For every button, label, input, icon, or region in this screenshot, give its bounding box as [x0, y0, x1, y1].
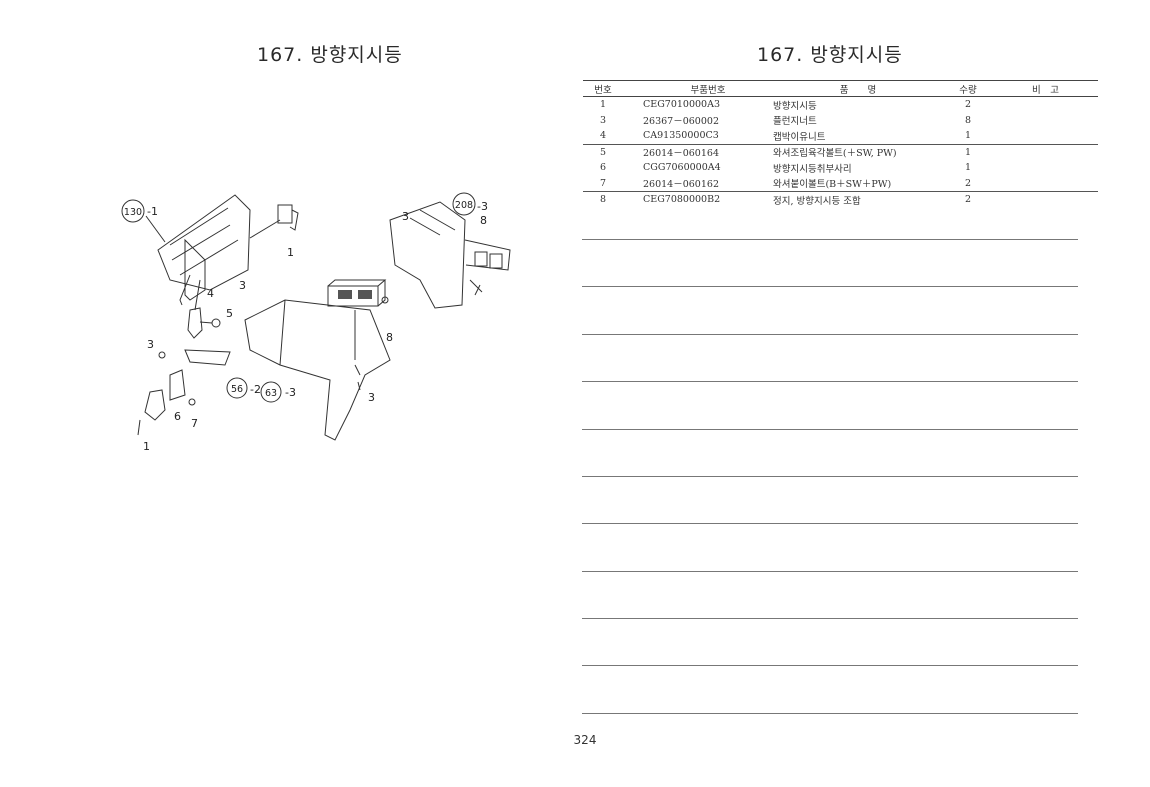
row-note [993, 128, 1098, 145]
row-num: 4 [583, 128, 623, 145]
callout-circle-208 [452, 192, 476, 216]
combination-lamp [327, 279, 389, 360]
header-name: 품 명 [773, 80, 943, 97]
callout-4: 4 [207, 287, 214, 300]
ruled-line [582, 239, 1078, 240]
row-name: 방향지시등 [773, 100, 817, 112]
leader-line [249, 219, 281, 239]
row-note [993, 175, 1098, 192]
side-lamp-upper [277, 204, 299, 231]
row-qty: 1 [964, 146, 972, 158]
callout-1-upper: 1 [287, 246, 294, 259]
fender [244, 299, 391, 441]
callout-56-suffix: -2 [250, 383, 261, 396]
row-num: 6 [599, 162, 607, 174]
left-page-title: 167. 방향지시등 [257, 44, 403, 66]
row-name: 방향지시등취부사리 [773, 163, 852, 175]
row-part-no: CGG7060000A4 [643, 162, 721, 174]
ruled-line [582, 523, 1078, 524]
row-qty: 8 [964, 114, 972, 126]
row-qty: 2 [964, 194, 972, 206]
row-num: 1 [599, 99, 607, 111]
row-part-no: 26014－060162 [623, 175, 773, 192]
row-part-no: 26014－060164 [643, 148, 719, 160]
header-num: 번호 [583, 80, 623, 97]
table-row: 7 26014－060162 와셔붙이볼트(B＋SW＋PW) 2 [583, 175, 1098, 192]
callout-3-bracket: 3 [239, 279, 246, 292]
row-name: 캡박이유니트 [773, 128, 943, 145]
table-row: 5 26014－060164 와셔조립육각볼트(＋SW, PW) 1 [583, 144, 1098, 160]
table-row: 8 CEG7080000B2 정지, 방향지시등 조합 2 [583, 192, 1098, 208]
row-num: 8 [599, 194, 607, 206]
row-name: 와셔조립육각볼트(＋SW, PW) [773, 148, 897, 160]
row-name: 플런지너트 [773, 116, 817, 128]
callout-circle-130 [121, 199, 145, 223]
row-note [993, 144, 1098, 160]
ruled-line [582, 381, 1078, 382]
callout-208: 208 [455, 200, 473, 211]
ruled-line [582, 476, 1078, 477]
row-name: 정지, 방향지시등 조합 [773, 195, 861, 207]
row-part-no: CA91350000C3 [623, 128, 773, 145]
row-note [993, 192, 1098, 208]
row-qty: 1 [964, 162, 972, 174]
callout-8-panel: 8 [480, 214, 487, 227]
cab-side-panel [389, 201, 511, 309]
row-qty: 2 [943, 175, 993, 192]
lamp-stay [187, 307, 221, 339]
callout-5: 5 [226, 307, 233, 320]
lower-lamp-stay [137, 349, 231, 436]
callout-7: 7 [191, 417, 198, 430]
row-part-no: CEG7080000B2 [643, 194, 721, 206]
callout-3-panel: 3 [402, 210, 409, 223]
row-num: 5 [599, 146, 607, 158]
row-note [993, 97, 1098, 113]
callout-63: 63 [265, 388, 277, 399]
ruled-line [582, 618, 1078, 619]
row-qty: 1 [943, 128, 993, 145]
row-num: 3 [599, 114, 607, 126]
ruled-line [582, 571, 1078, 572]
callout-208-suffix: -3 [477, 200, 488, 213]
row-part-no: 26367－060002 [643, 116, 719, 128]
ruled-line [582, 429, 1078, 430]
table-row: 1 CEG7010000A3 방향지시등 2 [583, 97, 1098, 113]
callout-8-lamp: 8 [386, 331, 393, 344]
parts-table: 번호 부품번호 품 명 수량 비 고 1 CEG7010000A3 방향지시등 … [583, 80, 1098, 208]
callout-3-fender: 3 [368, 391, 375, 404]
callout-3-stay: 3 [147, 338, 154, 351]
row-name: 와셔붙이볼트(B＋SW＋PW) [773, 175, 943, 192]
table-row: 3 26367－060002 플런지너트 8 [583, 113, 1098, 129]
callout-130-suffix: -1 [147, 205, 158, 218]
row-num: 7 [583, 175, 623, 192]
ruled-line [582, 286, 1078, 287]
table-row: 6 CGG7060000A4 방향지시등취부사리 1 [583, 160, 1098, 176]
header-qty: 수량 [943, 80, 993, 97]
callout-56: 56 [231, 384, 243, 395]
table-header-row: 번호 부품번호 품 명 수량 비 고 [583, 80, 1098, 97]
table-row: 4 CA91350000C3 캡박이유니트 1 [583, 128, 1098, 145]
ruled-line [582, 334, 1078, 335]
callout-1-lower: 1 [143, 440, 150, 453]
leader-line [145, 215, 166, 243]
callout-circle-63 [260, 381, 282, 403]
parts-diagram: 130 -1 208 -3 56 -2 63 -3 1 1 3 3 3 3 4 … [121, 192, 511, 453]
callout-63-suffix: -3 [285, 386, 296, 399]
page-number: 324 [573, 733, 597, 747]
ruled-line [582, 665, 1078, 666]
row-qty: 2 [964, 99, 972, 111]
row-note [993, 160, 1098, 176]
header-note: 비 고 [993, 80, 1098, 97]
row-part-no: CEG7010000A3 [643, 99, 721, 111]
ruled-line [582, 713, 1078, 714]
callout-6: 6 [174, 410, 181, 423]
right-page-title: 167. 방향지시등 [757, 44, 903, 66]
callout-circle-56 [226, 377, 248, 399]
bracket-assembly [157, 194, 251, 311]
callout-130: 130 [124, 207, 142, 218]
header-part-no: 부품번호 [623, 80, 773, 97]
row-note [993, 113, 1098, 129]
